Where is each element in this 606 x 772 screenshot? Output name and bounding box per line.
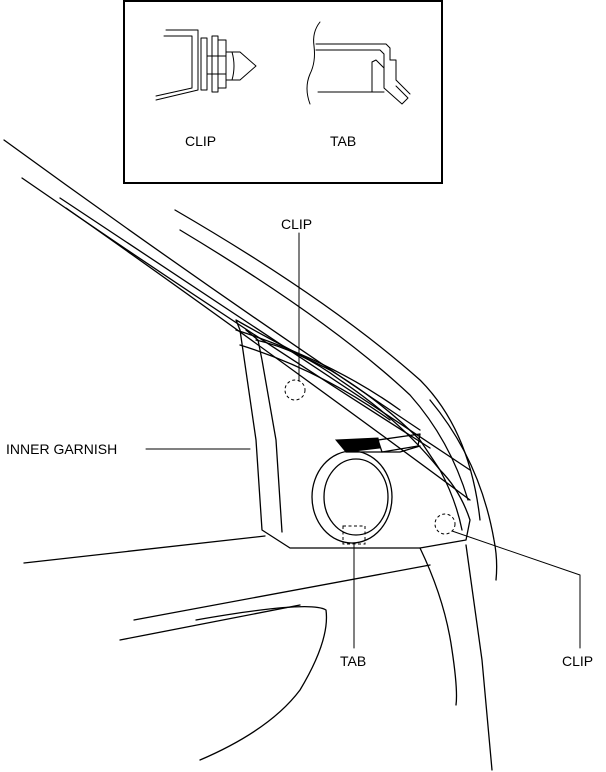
leader-lines [145,232,581,649]
clip-marker-right [434,513,456,535]
callout-tab-bottom: TAB [340,653,366,669]
clip-detail-drawing [155,29,257,101]
callout-clip-right: CLIP [562,653,593,669]
inner-garnish-part [235,319,471,549]
inset-tab-label: TAB [330,133,356,149]
tab-marker [342,525,366,545]
tab-detail-drawing [306,21,411,105]
pillar-and-door-lines [3,139,498,771]
clip-marker-upper [284,379,306,401]
callout-clip-top: CLIP [281,216,312,232]
callout-inner-garnish: INNER GARNISH [6,441,117,457]
detail-inset: CLIP TAB [123,0,443,184]
inset-clip-label: CLIP [185,133,216,149]
